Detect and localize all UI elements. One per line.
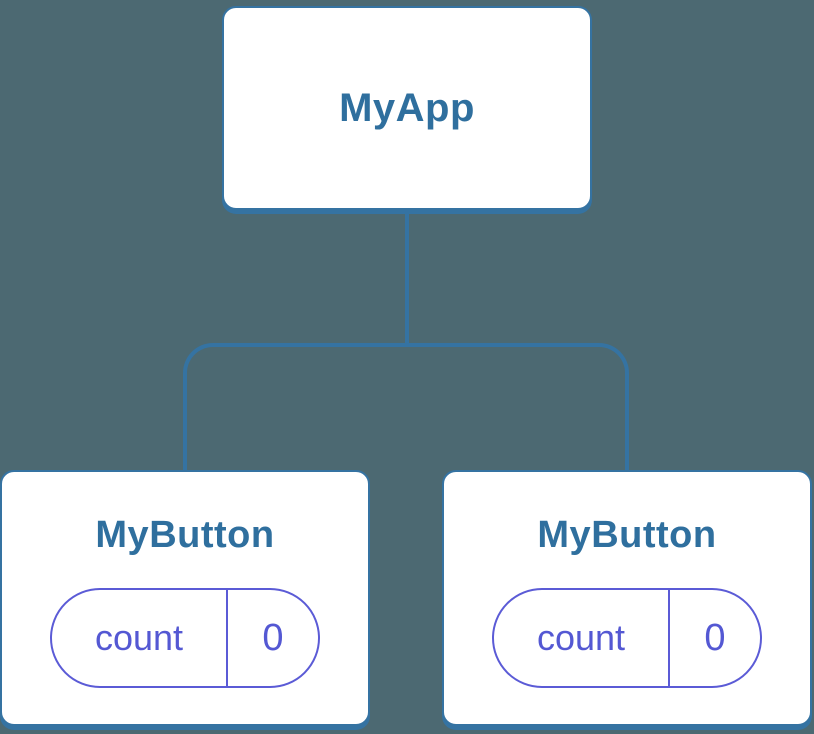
child-component-label-1: MyButton [95,514,275,556]
root-component-box: MyApp [222,6,592,210]
state-key-2: count [536,617,626,658]
branch-connector [183,343,629,470]
child-component-box-2: MyButton count 0 [442,470,812,726]
state-pill-2: count 0 [492,588,762,688]
state-value-2: 0 [668,590,760,686]
root-connector-line [405,210,409,345]
state-key-1: count [94,617,184,658]
state-value-1: 0 [226,590,318,686]
root-component-label: MyApp [339,86,475,130]
child-component-label-2: MyButton [537,514,717,556]
state-pill-1: count 0 [50,588,320,688]
child-component-box-1: MyButton count 0 [0,470,370,726]
